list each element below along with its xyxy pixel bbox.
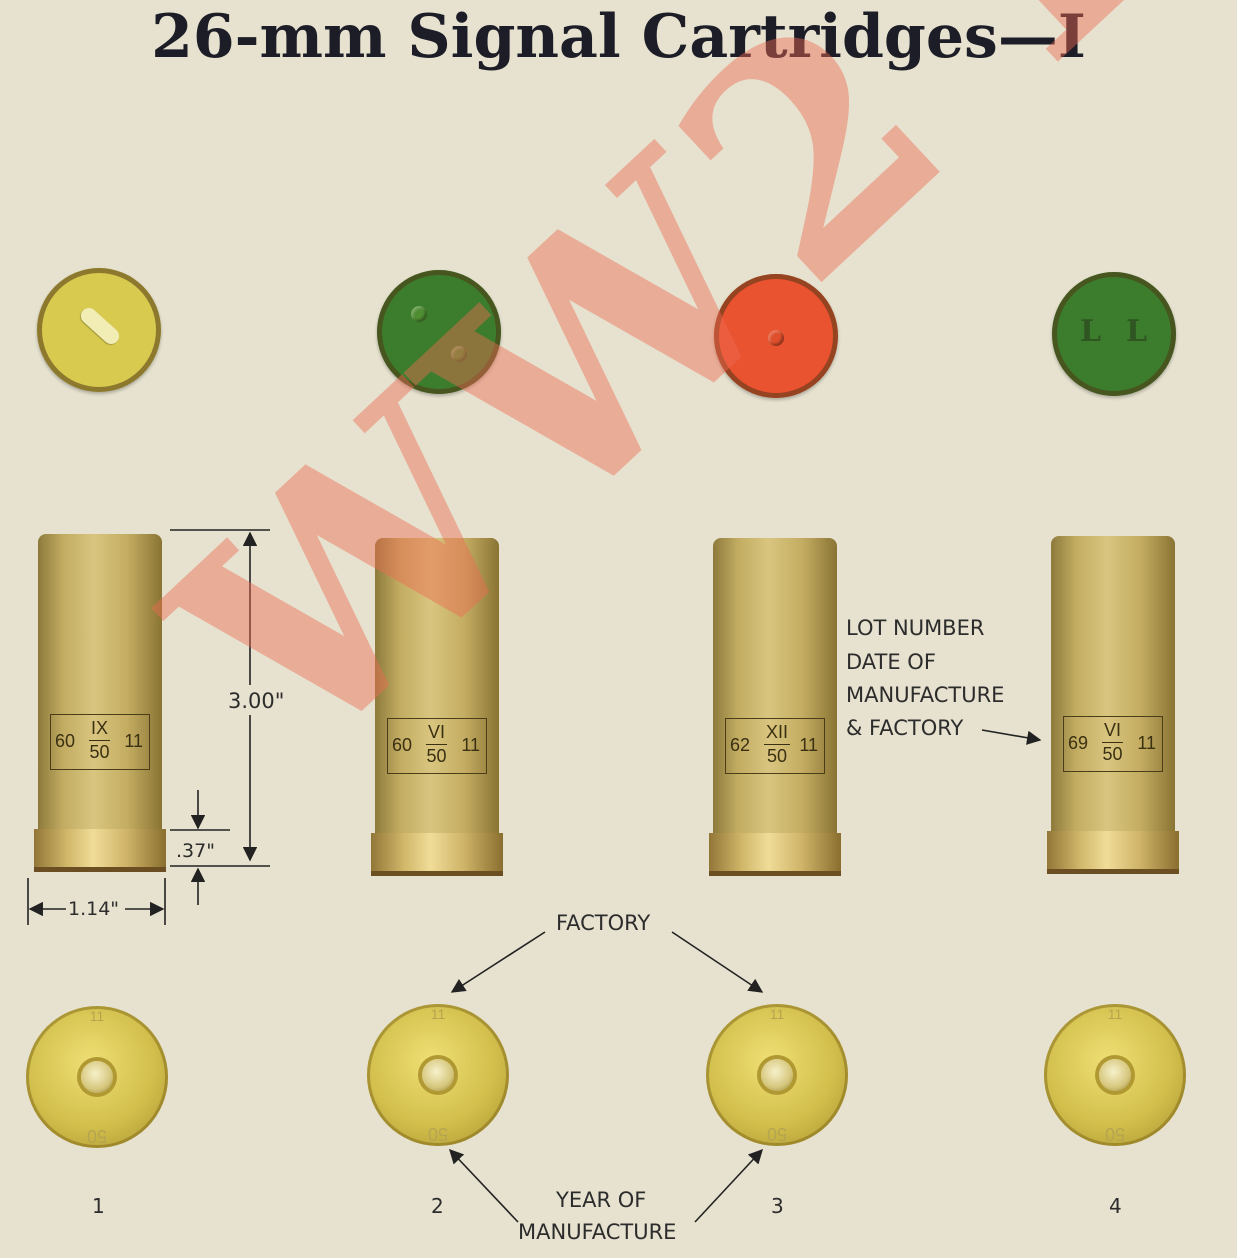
date-fraction: VI 50: [1102, 719, 1124, 766]
page-title: 26-mm Signal Cartridges—I: [151, 2, 1086, 72]
primer-icon: [422, 1059, 454, 1091]
cartridge-number-1: 1: [92, 1194, 105, 1218]
factory-number: 11: [1137, 733, 1156, 753]
dot-mark-icon: [451, 346, 467, 362]
cartridge-number-2: 2: [431, 1194, 444, 1218]
cartridge-case-3: 62 XII 50 11: [709, 538, 841, 876]
cap-letter: L: [1080, 314, 1102, 349]
lot-number: 62: [730, 735, 751, 755]
cap-3: [714, 274, 838, 398]
dot-mark-icon: [768, 330, 784, 346]
year-label-line2: MANUFACTURE: [518, 1220, 677, 1244]
lot-label-line1: LOT NUMBER: [846, 616, 985, 640]
cap-2: [377, 270, 501, 394]
length-dimension-label: 3.00": [226, 689, 287, 713]
cartridge-number-3: 3: [771, 1194, 784, 1218]
rim-dimension-label: .37": [176, 840, 215, 862]
date-fraction: XII 50: [764, 721, 791, 768]
cap-letter: L: [1126, 314, 1148, 349]
diameter-dimension-label: 1.14": [68, 898, 120, 920]
dot-mark-icon: [411, 306, 427, 322]
base-factory-mark: 11: [89, 1008, 105, 1024]
factory-number: 11: [124, 731, 143, 751]
year: 50: [426, 746, 447, 766]
date-fraction: VI 50: [426, 721, 448, 768]
year: 50: [766, 746, 788, 766]
cartridge-base-3: 11 50: [706, 1004, 848, 1146]
cap-1: [37, 268, 161, 392]
cartridge-number-4: 4: [1109, 1194, 1122, 1218]
cartridge-base-2: 11 50: [367, 1004, 509, 1146]
headstamp-box: 62 XII 50 11: [725, 718, 825, 774]
factory-number: 11: [799, 735, 818, 755]
year: 50: [1102, 744, 1123, 764]
headstamp-box: 60 VI 50 11: [387, 718, 487, 774]
cartridge-base-1: 11 50: [26, 1006, 168, 1148]
cartridge-case-1: 60 IX 50 11: [34, 534, 166, 872]
lot-number: 60: [55, 731, 76, 751]
cartridge-base-4: 11 50: [1044, 1004, 1186, 1146]
primer-icon: [1099, 1059, 1131, 1091]
lot-label-line4: & FACTORY: [846, 716, 964, 740]
cartridge-case-4: 69 VI 50 11: [1047, 536, 1179, 874]
lot-label-line2: DATE OF: [846, 650, 936, 674]
year: 50: [89, 742, 110, 762]
month: VI: [426, 721, 448, 745]
cap-4: L L: [1052, 272, 1176, 396]
lot-number: 69: [1068, 733, 1089, 753]
cartridge-case-2: 60 VI 50 11: [371, 538, 503, 876]
factory-label: FACTORY: [556, 911, 651, 935]
base-factory-mark: 11: [430, 1006, 446, 1022]
base-factory-mark: 11: [769, 1006, 785, 1022]
primer-icon: [761, 1059, 793, 1091]
month: VI: [1102, 719, 1124, 743]
lot-label-line3: MANUFACTURE: [846, 683, 1005, 707]
date-fraction: IX 50: [89, 717, 111, 764]
factory-number: 11: [461, 735, 480, 755]
primer-icon: [81, 1061, 113, 1093]
month: IX: [89, 717, 111, 741]
base-factory-mark: 11: [1107, 1006, 1123, 1022]
headstamp-box: 69 VI 50 11: [1063, 716, 1163, 772]
year-label-line1: YEAR OF: [556, 1188, 647, 1212]
headstamp-box: 60 IX 50 11: [50, 714, 150, 770]
month: XII: [764, 721, 791, 745]
lot-number: 60: [392, 735, 413, 755]
